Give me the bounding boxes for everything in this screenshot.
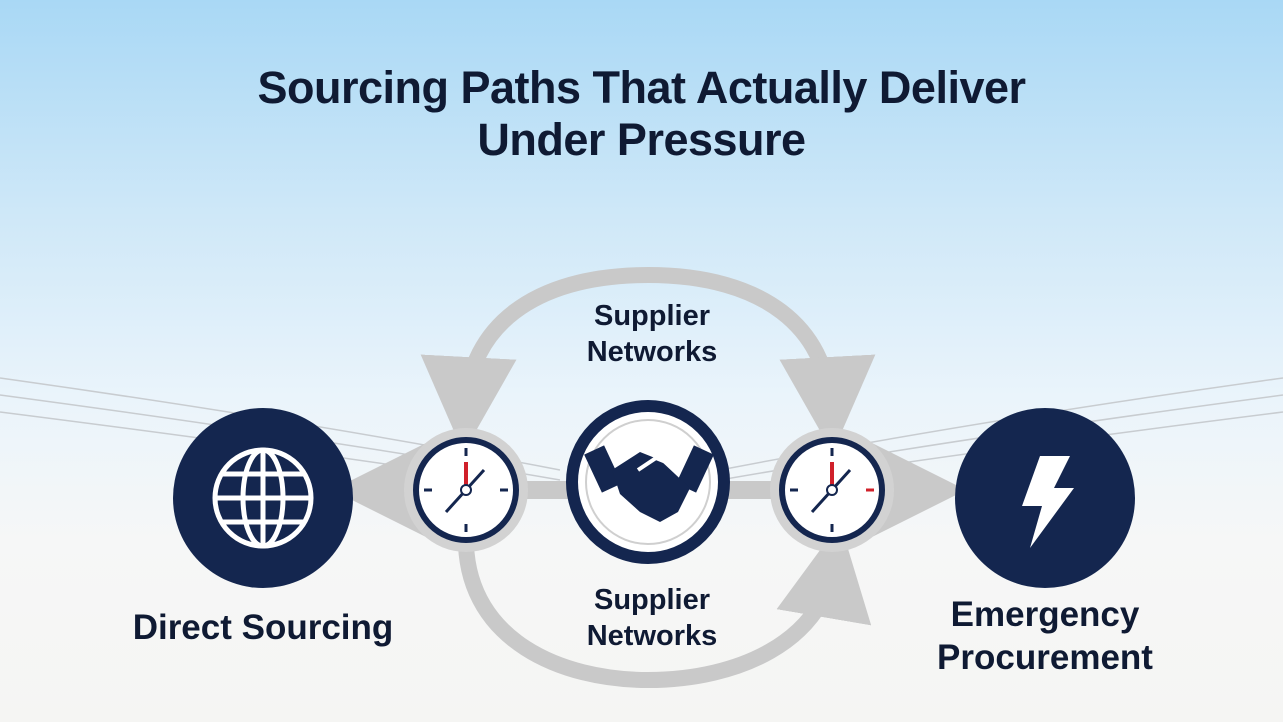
bottom-arc-arrow <box>458 522 872 689</box>
handshake-node <box>566 400 730 564</box>
page-title-line1: Sourcing Paths That Actually Deliver <box>257 62 1026 113</box>
emergency-label-line2: Procurement <box>937 638 1153 677</box>
lightning-icon <box>1022 456 1074 548</box>
page-title-line2: Under Pressure <box>477 114 806 165</box>
top-arc-label: Supplier Networks <box>522 298 782 370</box>
bottom-arc-label: Supplier Networks <box>522 582 782 654</box>
lightning-node <box>955 408 1135 588</box>
top-arc-label-line2: Networks <box>586 336 718 368</box>
bottom-arc-label-line2: Networks <box>586 620 718 652</box>
direct-sourcing-label: Direct Sourcing <box>132 608 394 647</box>
clock-right <box>770 428 894 552</box>
top-arc-arrow <box>420 267 649 453</box>
globe-node <box>173 408 353 588</box>
top-arc-label-line1: Supplier <box>593 300 710 332</box>
emergency-procurement-label: Emergency Procurement <box>865 593 1225 679</box>
bottom-arc-label-line1: Supplier <box>593 584 710 616</box>
emergency-label-line1: Emergency <box>950 595 1140 634</box>
clock-left <box>404 428 528 552</box>
top-arc-arrow-right <box>647 267 876 453</box>
globe-icon <box>212 447 314 549</box>
handshake-icon <box>584 445 714 522</box>
